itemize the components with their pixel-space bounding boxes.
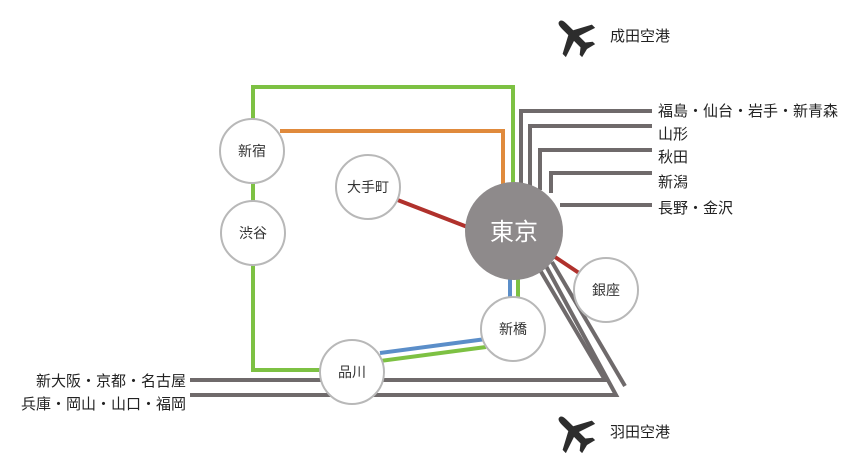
station-shibuya-label: 渋谷 bbox=[239, 226, 267, 242]
station-shimbashi[interactable] bbox=[480, 296, 546, 362]
station-ginza-label: 銀座 bbox=[592, 283, 620, 299]
airport-narita-label: 成田空港 bbox=[610, 27, 670, 45]
station-shinagawa-label: 品川 bbox=[338, 365, 366, 381]
station-otemachi[interactable] bbox=[335, 154, 401, 220]
destination-label-d5: 長野・金沢 bbox=[658, 199, 733, 217]
hub-tokyo[interactable] bbox=[465, 182, 563, 280]
station-shinagawa[interactable] bbox=[319, 339, 385, 405]
destination-label-d3: 秋田 bbox=[658, 148, 688, 166]
airplane-icon bbox=[558, 416, 596, 453]
hub-tokyo-label: 東京 bbox=[490, 218, 538, 246]
destination-label-west1: 新大阪・京都・名古屋 bbox=[36, 372, 186, 390]
destination-label-d4: 新潟 bbox=[658, 173, 688, 191]
green-line-shinagawa-shimbashi bbox=[379, 345, 487, 363]
shinkansen-north-lines bbox=[519, 109, 652, 207]
station-shinjuku-label: 新宿 bbox=[238, 143, 266, 160]
orange-line bbox=[280, 129, 505, 190]
airport-haneda-label: 羽田空港 bbox=[610, 423, 670, 441]
airplane-icon bbox=[558, 20, 596, 58]
red-line-otemachi bbox=[394, 197, 471, 230]
destination-label-d2: 山形 bbox=[658, 125, 688, 143]
red-line-ginza bbox=[550, 253, 584, 277]
shinkansen-south-lines bbox=[190, 260, 627, 397]
station-otemachi-label: 大手町 bbox=[347, 180, 389, 196]
station-shimbashi-label: 新橋 bbox=[499, 322, 527, 338]
station-ginza[interactable] bbox=[573, 257, 639, 323]
blue-line-shinagawa-shimbashi bbox=[379, 337, 487, 355]
destination-label-d1: 福島・仙台・岩手・新青森 bbox=[658, 102, 838, 120]
destination-label-west2: 兵庫・岡山・山口・福岡 bbox=[21, 395, 186, 413]
station-shinjuku[interactable] bbox=[219, 118, 285, 184]
station-shibuya[interactable] bbox=[220, 200, 286, 266]
